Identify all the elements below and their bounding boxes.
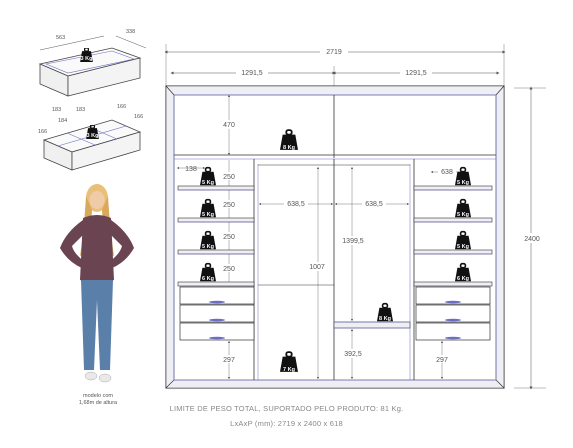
- dim-half-right: 1291,5: [405, 70, 427, 77]
- drawer2-dim-e: 166: [134, 114, 143, 120]
- dim-shelf-gap-3: 250: [223, 234, 235, 241]
- dim-top-compartment: 470: [223, 122, 235, 129]
- footer-dimensions: LxAxP (mm): 2719 x 2400 x 618: [230, 419, 343, 428]
- weight-left-2: 5 Kg: [202, 212, 214, 218]
- drawer2-dim-c: 183: [76, 107, 85, 113]
- interior-dimensions: 470 250 250 250 250 138 638 638,5 638,5 …: [176, 94, 464, 380]
- weight-left-3: 5 Kg: [202, 244, 214, 250]
- dim-center-right-width: 638,5: [365, 201, 383, 208]
- dim-shelf-gap-4: 250: [223, 266, 235, 273]
- model-caption-line1: modelo com: [83, 393, 113, 399]
- weight-right-3: 5 Kg: [457, 244, 469, 250]
- drawer2-weight-label: 3 Kg: [87, 133, 99, 139]
- model-figure: modelo com 1,68m de altura: [60, 184, 134, 406]
- drawer2-dim-f: 166: [38, 129, 47, 135]
- dim-side-width-right: 638: [441, 169, 453, 176]
- weight-floor: 7 Kg: [283, 367, 295, 373]
- left-drawers: [179, 286, 255, 341]
- drawer2-dim-d: 166: [117, 104, 126, 110]
- dim-hanging-height: 1007: [309, 264, 325, 271]
- weight-top: 8 Kg: [283, 145, 295, 151]
- drawer2-dim-b: 184: [58, 118, 67, 124]
- drawer-single-illustration: 3 Kg 563 338: [38, 29, 147, 97]
- weight-markers: 8 Kg 5 Kg 5 Kg 5 Kg 6 Kg 5 Kg 5 Kg 5 Kg …: [200, 129, 471, 373]
- height-dimension: 2400: [514, 86, 546, 390]
- wardrobe-body: [165, 85, 505, 389]
- drawer-divided-illustration: 3 Kg 183 184 183 166 166 166: [38, 104, 143, 171]
- dim-shelf-gap-2: 250: [223, 202, 235, 209]
- drawer1-weight-label: 3 Kg: [81, 56, 93, 62]
- model-caption-line2: 1,68m de altura: [79, 400, 118, 406]
- right-drawers: [415, 286, 491, 341]
- dim-center-left-width: 638,5: [287, 201, 305, 208]
- dim-total-width: 2719: [326, 49, 342, 56]
- weight-right-2: 5 Kg: [457, 212, 469, 218]
- drawer1-dim-depth: 563: [56, 35, 65, 41]
- dim-shelf-gap-1: 250: [223, 174, 235, 181]
- dim-bottom-right: 297: [436, 357, 448, 364]
- weight-left-4: 6 Kg: [202, 276, 214, 282]
- dim-half-left: 1291,5: [241, 70, 263, 77]
- weight-right-1: 5 Kg: [457, 180, 469, 186]
- dim-side-width-left: 138: [185, 166, 197, 173]
- drawer1-dim-width: 338: [126, 29, 135, 35]
- dim-center-height: 1399,5: [342, 238, 364, 245]
- right-shelves: [413, 185, 493, 287]
- weight-right-4: 6 Kg: [457, 276, 469, 282]
- dim-height: 2400: [524, 236, 540, 243]
- footer-weight-limit: LIMITE DE PESO TOTAL, SUPORTADO PELO PRO…: [169, 404, 404, 413]
- left-shelves: [177, 185, 255, 287]
- dim-bottom-center: 392,5: [344, 351, 362, 358]
- dim-bottom-left: 297: [223, 357, 235, 364]
- weight-shelf-center: 8 Kg: [379, 316, 391, 322]
- top-dimensions: 2719 1291,5 1291,5: [164, 44, 506, 88]
- drawer2-dim-a: 183: [52, 107, 61, 113]
- weight-left-1: 5 Kg: [202, 180, 214, 186]
